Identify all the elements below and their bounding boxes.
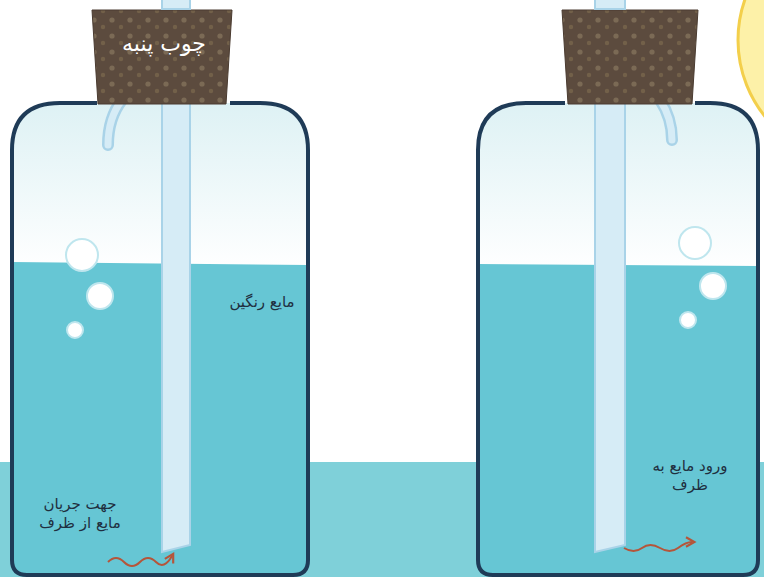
liquid-label: مایع رنگین xyxy=(207,293,317,312)
left-bottle xyxy=(0,0,320,577)
flow-out-label: جهت جریان مایع از ظرف xyxy=(32,495,128,533)
cork-label: چوب پنبه xyxy=(99,30,229,58)
flow-in-label: ورود مایع به ظرف xyxy=(642,457,738,495)
right-bottle xyxy=(470,0,764,577)
